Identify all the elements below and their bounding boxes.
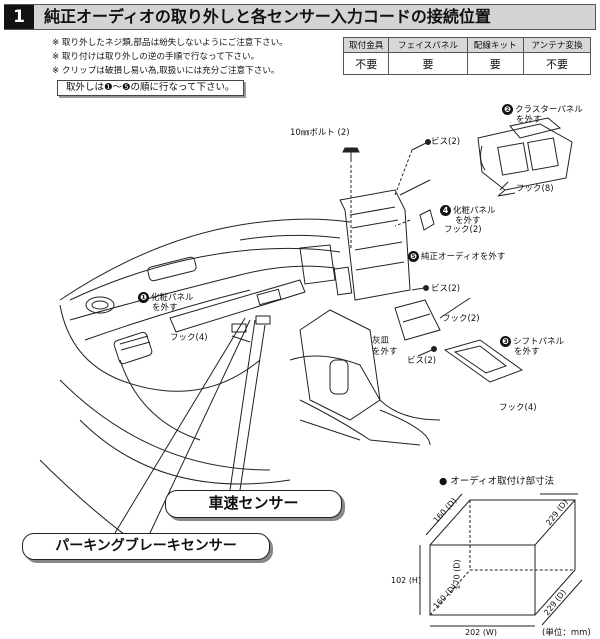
value-mounting-bracket: 不要 [342,52,390,75]
parking-brake-sensor-callout: パーキングブレーキセンサー [22,533,270,560]
screw-label-low: ビス(2) [407,356,437,366]
header-antenna-adapter: アンテナ変換 [522,37,592,53]
section-header: 1 純正オーディオの取り外しと各センサー入力コードの接続位置 [4,4,596,30]
step-badge-2: ❷ [502,104,513,115]
value-face-panel: 要 [388,52,468,75]
ashtray [394,299,441,341]
dashboard-top-edge [69,247,341,301]
page-title: 純正オーディオの取り外しと各センサー入力コードの接続位置 [44,7,491,26]
trim-right-remove-text: を外す [455,216,481,226]
defroster-vent [147,256,197,282]
left-trim-panel [169,279,306,333]
requirements-table: 取付金具 フェイスパネル 配線キット アンテナ変換 不要 要 要 不要 [342,37,592,75]
trim-left-remove-text: を外す [152,303,178,313]
screw-label-top: ビス(2) [431,137,461,147]
caution-notes: ※ 取り外したネジ類,部品は紛失しないようにご注意下さい。 ※ 取り付けは取り外… [52,36,288,78]
screw-icon [417,346,437,357]
dashboard-front-line [69,265,336,321]
shift-panel [443,339,524,383]
trim-panel-right-text: 化粧パネル [453,206,496,216]
table-header-row: 取付金具 フェイスパネル 配線キット アンテナ変換 [342,37,592,53]
bolt-label: 10㎜ボルト (2) [290,128,350,138]
audio-text: 純正オーディオを外す [421,252,506,262]
step-badge-5: ❺ [408,251,419,262]
dashboard-left-lower [59,304,261,392]
ashtray-label: 灰皿 [372,336,390,346]
header-wiring-kit: 配線キット [466,37,524,53]
cluster-panel-text: クラスターパネル [515,105,583,115]
value-antenna-adapter: 不要 [522,52,592,75]
unit-note: (単位：mm) [542,628,591,638]
step-badge-3: ❸ [500,336,511,347]
ashtray-remove-text: を外す [372,347,398,357]
removal-order-instruction: 取外しは❶〜❺の順に行なって下さい。 [57,80,244,96]
audio-bay [339,189,411,301]
header-face-panel: フェイスパネル [388,37,468,53]
caution-note: ※ 取り外したネジ類,部品は紛失しないようにご注意下さい。 [52,38,288,48]
header-mounting-bracket: 取付金具 [342,37,390,53]
cluster-panel [477,123,573,191]
bolt-icon [342,147,360,162]
step-number-badge: 1 [4,5,34,29]
dim-height: 102 (H) [391,576,422,585]
table-row: 不要 要 要 不要 [342,52,592,75]
hook-4-left-label: フック(4) [170,333,208,343]
hook-8-label: フック(8) [516,184,554,194]
caution-note: ※ 取り付けは取り外しの逆の手順で行なって下さい。 [52,52,260,62]
center-console [299,309,381,421]
step-badge-4: 4 [440,205,451,216]
hook-2-upper-label: フック(2) [444,225,482,235]
shift-remove-text: を外す [514,347,540,357]
screw-label-mid: ビス(2) [431,284,461,294]
value-wiring-kit: 要 [466,52,524,75]
screw-icon [411,285,429,291]
cluster-remove-text: を外す [516,115,542,125]
hook-2-lower-label: フック(2) [442,314,480,324]
dimension-title: ● オーディオ取付け部寸法 [439,476,555,487]
trim-panel-small [419,209,435,231]
step-badge-1: ❶ [138,292,149,303]
hook-4-right-label: フック(4) [499,403,537,413]
shift-panel-text: シフトパネル [513,337,565,347]
screw-icon [411,139,431,151]
speed-sensor-callout: 車速センサー [165,490,342,518]
speed-sensor-leader [229,319,256,491]
caution-note: ※ クリップは破損し易い為,取扱いには充分ご注意下さい。 [52,66,280,76]
dim-width: 202 (W) [465,628,497,637]
trim-panel-left-text: 化粧パネル [151,293,194,303]
shift-lever [329,359,349,395]
side-vent-round [85,296,115,314]
dimension-diagram [419,493,583,627]
windshield-edge [59,218,351,301]
